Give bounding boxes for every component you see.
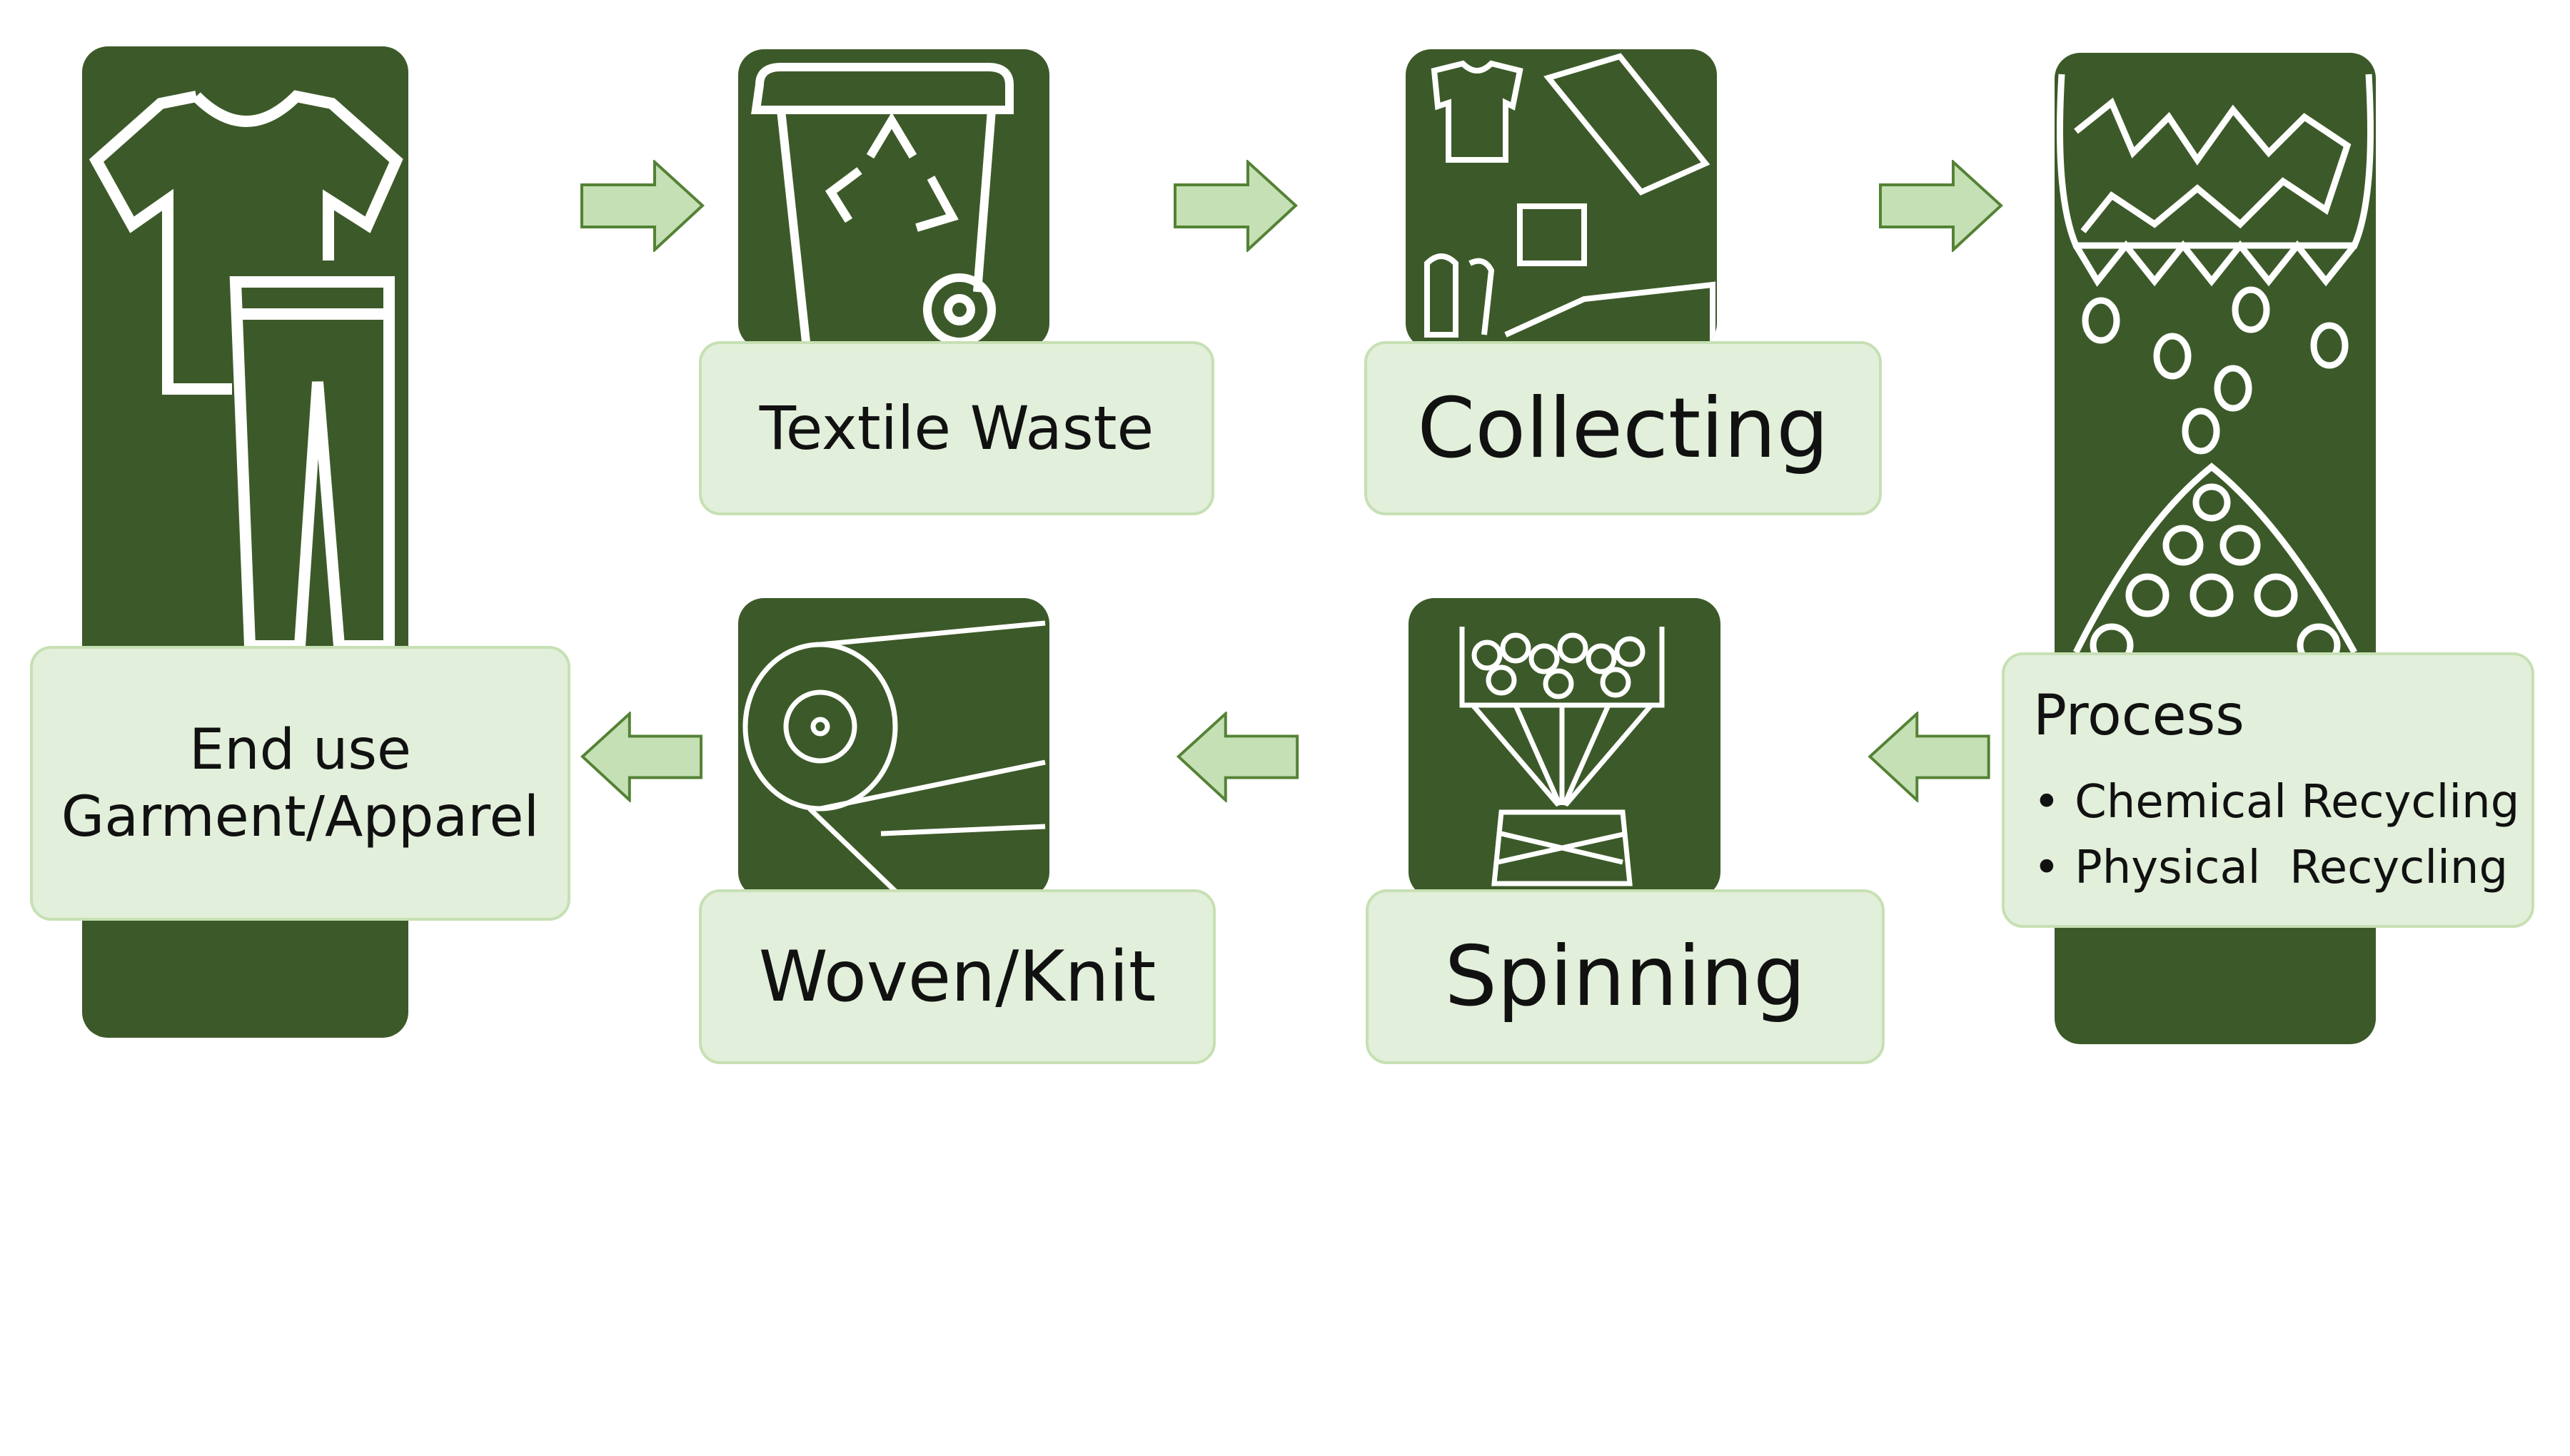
woven-knit-text: Woven/Knit [758,936,1156,1018]
spinning-label: Spinning [1366,889,1885,1064]
arrow-left-icon [1868,710,1990,804]
end-use-line1: End use [188,717,412,782]
textile-waste-text: Textile Waste [759,393,1154,463]
recycle-bin-icon [751,63,1014,346]
process-bullets: Chemical Recycling Physical Recycling [2033,769,2519,901]
end-use-label: End use Garment/Apparel [30,646,570,921]
process-label: Process Chemical Recycling Physical Recy… [2002,652,2534,928]
arrow-right-2 [1173,158,1299,253]
fabric-roll-icon [742,620,1046,898]
arrow-right-3 [1878,158,2004,253]
arrow-left-2 [1175,710,1300,804]
arrow-right-1 [580,158,705,253]
woven-knit-label: Woven/Knit [699,889,1216,1064]
bullet-physical-recycling: Physical Recycling [2033,835,2519,901]
arrow-right-icon [580,158,705,253]
collecting-text: Collecting [1417,380,1829,477]
arrow-left-1 [1867,710,1991,804]
textile-waste-label: Textile Waste [699,341,1214,515]
arrow-left-icon [580,710,703,804]
arrow-left-3 [580,710,703,804]
arrow-right-icon [1174,158,1298,253]
collecting-label: Collecting [1364,341,1882,515]
collected-items-icon [1424,53,1715,349]
process-title: Process [2033,684,2244,748]
spinning-yarn-icon [1459,627,1665,886]
collecting-panel [1406,49,1717,349]
spinning-text: Spinning [1444,929,1806,1025]
bullet-chemical-recycling: Chemical Recycling [2033,769,2519,835]
arrow-right-icon [1879,158,2003,253]
woven-knit-panel [738,598,1049,898]
arrow-left-icon [1176,710,1299,804]
end-use-line2: Garment/Apparel [61,784,540,849]
textile-waste-panel [738,49,1049,349]
spinning-panel [1409,598,1720,898]
shredding-pellets-icon [2057,74,2374,667]
